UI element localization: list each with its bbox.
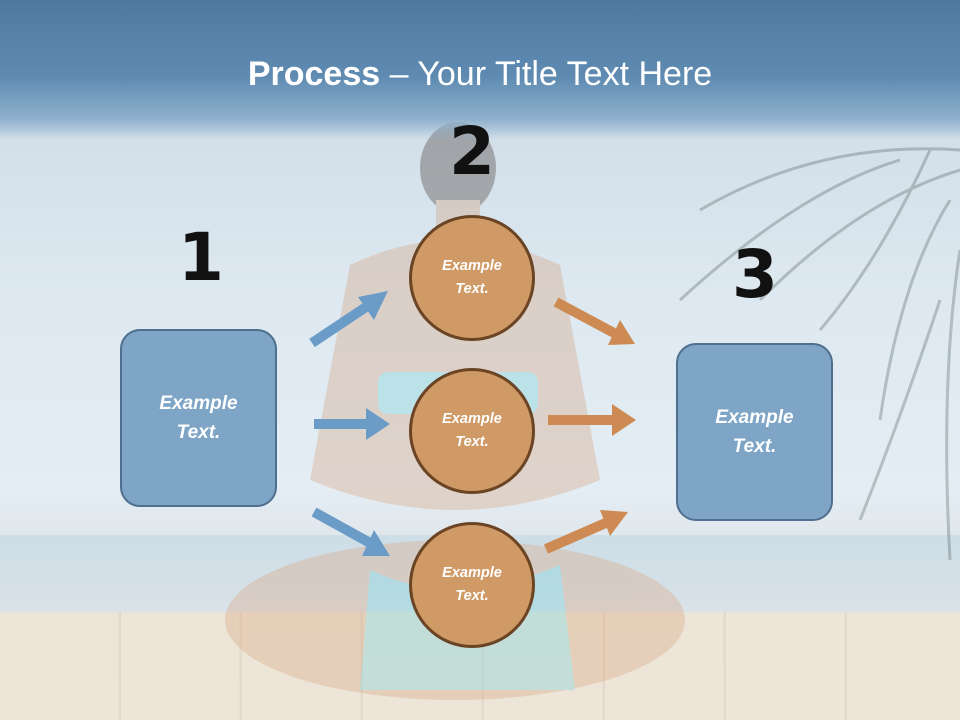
arrow-left-to-top: [309, 298, 375, 348]
step-number-1: 1: [178, 219, 224, 296]
slide-title: Process – Your Title Text Here: [0, 52, 960, 96]
slide-title-rest: – Your Title Text Here: [380, 55, 713, 93]
process-circle-top: Example Text.: [409, 215, 535, 341]
slide-title-bold: Process: [247, 55, 381, 93]
arrow-top-to-right-head: [608, 320, 635, 345]
arrow-top-to-right: [553, 297, 619, 339]
arrow-left-to-bottom-head: [362, 530, 390, 556]
arrow-left-to-middle-head: [366, 408, 390, 440]
step-number-3: 3: [732, 236, 778, 313]
right-process-box: Example Text.: [676, 343, 833, 521]
arrow-bottom-to-right-head: [600, 510, 628, 536]
arrow-bottom-to-right: [544, 517, 610, 554]
arrow-left-to-top-head: [358, 291, 388, 320]
arrow-left-to-bottom: [311, 507, 375, 549]
flow-arrows: [309, 291, 636, 556]
palm-fronds-image: [678, 147, 960, 561]
step-number-2: 2: [449, 113, 495, 190]
process-circle-bottom: Example Text.: [409, 522, 535, 648]
process-circle-middle: Example Text.: [409, 368, 535, 494]
arrow-middle-to-right-head: [612, 404, 636, 436]
left-process-box: Example Text.: [120, 329, 277, 507]
title-band: Process – Your Title Text Here: [0, 0, 960, 140]
